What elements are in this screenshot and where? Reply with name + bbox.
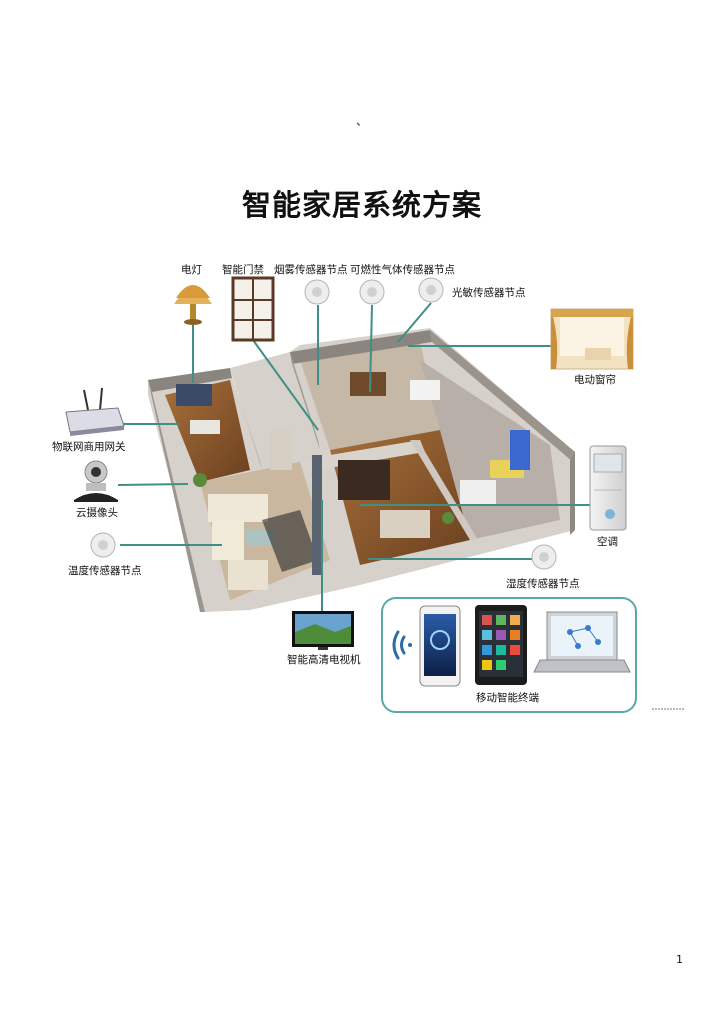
air-conditioner-icon xyxy=(589,445,627,531)
connector-lines xyxy=(117,302,590,612)
tv-icon xyxy=(292,611,354,650)
label-door-access: 智能门禁 xyxy=(222,264,264,276)
label-humidity-sensor: 湿度传感器节点 xyxy=(506,578,580,590)
tablet-icon xyxy=(475,605,527,685)
label-camera: 云摄像头 xyxy=(76,507,118,519)
label-mobile-terminal: 移动智能终端 xyxy=(476,692,539,704)
page-title: 智能家居系统方案 xyxy=(241,188,482,222)
mobile-terminal-box xyxy=(381,597,637,713)
humidity-sensor-icon xyxy=(531,544,557,570)
camera-icon xyxy=(74,460,118,502)
label-light-sensor: 光敏传感器节点 xyxy=(452,287,526,299)
label-air-conditioner: 空调 xyxy=(597,536,618,548)
page-number: 1 xyxy=(676,953,683,966)
gateway-icon xyxy=(65,387,125,436)
wifi-icon xyxy=(392,630,412,660)
phone-icon xyxy=(419,605,461,687)
smoke-sensor-icon xyxy=(304,279,330,305)
label-lamp: 电灯 xyxy=(181,264,202,276)
laptop-icon xyxy=(533,611,631,673)
top-mark: 、 xyxy=(356,114,369,128)
lamp-icon xyxy=(174,285,212,325)
watermark-logo xyxy=(652,708,684,710)
house-model xyxy=(148,328,575,612)
label-smoke-sensor: 烟雾传感器节点 xyxy=(274,264,348,276)
label-tv: 智能高清电视机 xyxy=(287,654,361,666)
door-access-icon xyxy=(231,276,275,342)
light-sensor-icon xyxy=(418,277,444,303)
label-gateway: 物联网商用网关 xyxy=(52,441,126,453)
label-curtain: 电动窗帘 xyxy=(574,374,616,386)
temp-sensor-icon xyxy=(90,532,116,558)
label-temp-sensor: 温度传感器节点 xyxy=(68,565,142,577)
gas-sensor-icon xyxy=(359,279,385,305)
curtain-image xyxy=(550,308,634,370)
label-gas-sensor: 可燃性气体传感器节点 xyxy=(350,264,455,276)
